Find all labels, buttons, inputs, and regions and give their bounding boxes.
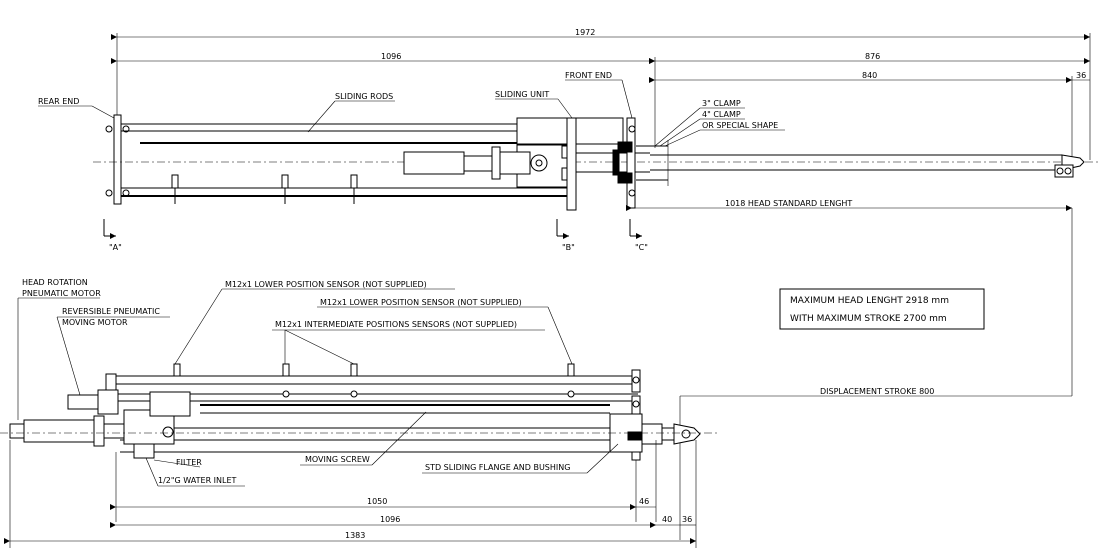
displacement-stroke: DISPLACEMENT STROKE 800 [679, 208, 1073, 540]
dim-label-876: 876 [865, 52, 880, 61]
sliding-rods-label: SLIDING RODS [335, 92, 393, 101]
water-inlet-label: 1/2"G WATER INLET [158, 476, 237, 485]
special-shape-label: OR SPECIAL SHAPE [702, 121, 778, 130]
sensor-intermediate-label: M12x1 INTERMEDIATE POSITIONS SENSORS (NO… [275, 320, 517, 329]
motors [9, 389, 191, 459]
dimension-overall-top: 1972 [111, 28, 1091, 160]
dim-label-36-bottom: 36 [682, 515, 692, 524]
rear-end-plate [113, 114, 122, 205]
head-rotation-label-1: HEAD ROTATION [22, 278, 88, 287]
sensor-lower-label-2: M12x1 LOWER POSITION SENSOR (NOT SUPPLIE… [320, 298, 522, 307]
dim-label-36-top: 36 [1076, 71, 1086, 80]
dimension-head: 840 36 [649, 71, 1090, 160]
dimension-head-standard: 1018 HEAD STANDARD LENGHT [626, 199, 1072, 211]
head-rotation-label-2: PNEUMATIC MOTOR [22, 289, 101, 298]
top-labels: REAR END SLIDING RODS SLIDING UNIT FRONT… [38, 71, 785, 147]
bottom-dimensions: 1050 46 1096 40 36 1383 [4, 440, 697, 548]
clamp-3-label: 3" CLAMP [702, 99, 741, 108]
dim-label-1096-top: 1096 [381, 52, 401, 61]
sensor-lower-label-1: M12x1 LOWER POSITION SENSOR (NOT SUPPLIE… [225, 280, 427, 289]
displacement-stroke-label: DISPLACEMENT STROKE 800 [820, 387, 934, 396]
dim-label-1018: 1018 HEAD STANDARD LENGHT [725, 199, 852, 208]
sliding-unit [403, 117, 650, 211]
filter-label: FILTER [176, 458, 202, 467]
section-a-label: "A" [109, 243, 122, 252]
reversible-label-1: REVERSIBLE PNEUMATIC [62, 307, 160, 316]
front-end-label: FRONT END [565, 71, 612, 80]
info-line-2: WITH MAXIMUM STROKE 2700 mm [790, 314, 947, 324]
sliding-unit-label: SLIDING UNIT [495, 90, 549, 99]
dimension-top-right: 876 [649, 52, 1090, 64]
rear-end-label: REAR END [38, 97, 79, 106]
clamp-4-label: 4" CLAMP [702, 110, 741, 119]
clamp [636, 140, 669, 186]
section-markers: "A" "B" "C" [103, 219, 648, 252]
top-sensors [171, 174, 358, 204]
dim-label-1096-bottom: 1096 [380, 515, 400, 524]
dimension-top-left: 1096 [111, 52, 656, 148]
dim-label-1050: 1050 [367, 497, 387, 506]
section-b-label: "B" [562, 243, 575, 252]
section-c-label: "C" [635, 243, 648, 252]
bottom-head [609, 413, 701, 461]
dim-label-1383: 1383 [345, 531, 365, 540]
sliding-rods [121, 123, 568, 197]
std-flange-label: STD SLIDING FLANGE AND BUSHING [425, 463, 570, 472]
bottom-labels: HEAD ROTATION PNEUMATIC MOTOR REVERSIBLE… [17, 278, 619, 487]
info-line-1: MAXIMUM HEAD LENGHT 2918 mm [790, 296, 949, 306]
dim-label-840: 840 [862, 71, 877, 80]
dim-label-1972: 1972 [575, 28, 595, 37]
top-view: 1972 1096 876 840 36 [38, 28, 1098, 252]
reversible-label-2: MOVING MOTOR [62, 318, 128, 327]
info-box: MAXIMUM HEAD LENGHT 2918 mm WITH MAXIMUM… [779, 288, 985, 330]
moving-screw-label: MOVING SCREW [305, 455, 370, 464]
dim-label-40: 40 [662, 515, 672, 524]
bottom-view: MAXIMUM HEAD LENGHT 2918 mm WITH MAXIMUM… [0, 208, 1073, 548]
bottom-sensors [173, 363, 575, 398]
head-tube [650, 154, 1085, 178]
dim-label-46: 46 [639, 497, 649, 506]
